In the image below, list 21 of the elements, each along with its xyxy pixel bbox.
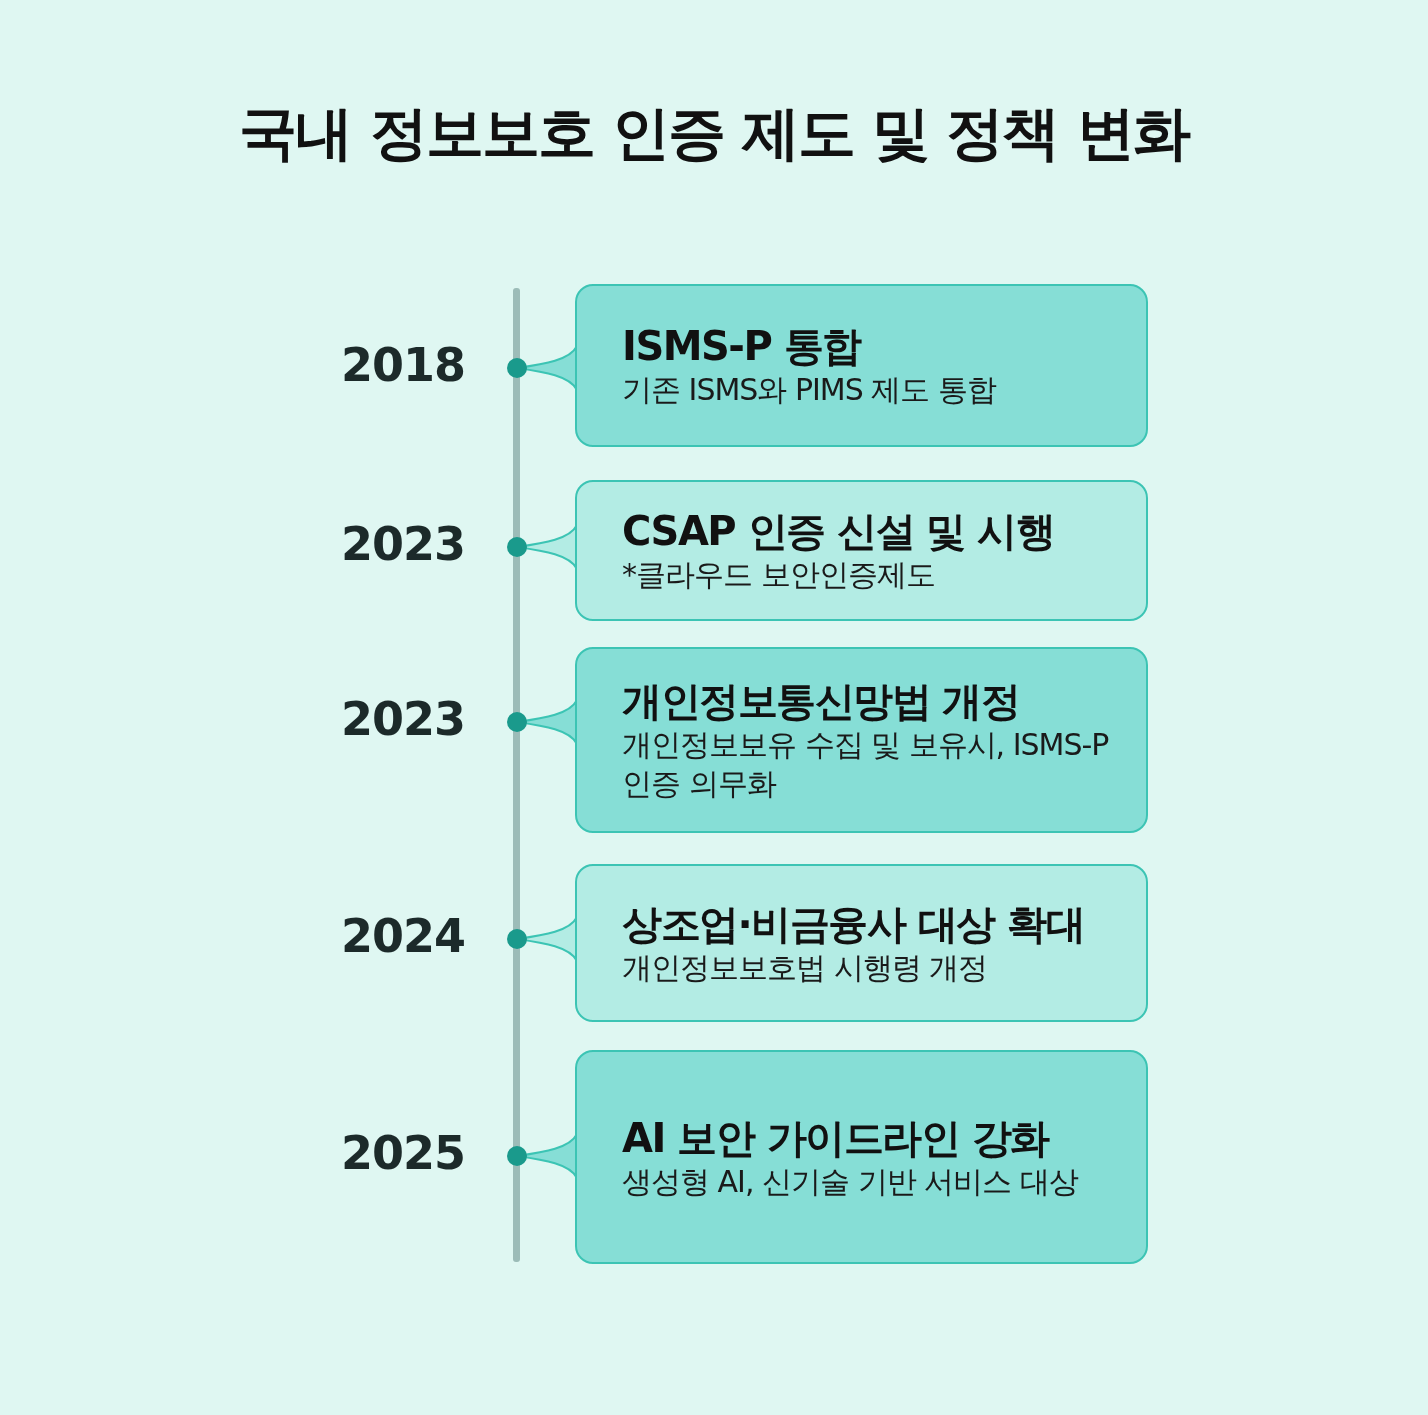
event-heading: 상조업·비금융사 대상 확대 [622,899,1086,948]
year-label: 2023 [339,517,465,571]
year-label: 2025 [339,1126,465,1180]
event-description: 기존 ISMS와 PIMS 제도 통합 [622,371,998,409]
event-heading: AI 보안 가이드라인 강화 [622,1113,1051,1162]
year-label: 2018 [339,338,465,392]
event-card [575,647,1148,833]
event-description: 개인정보보호법 시행령 개정 [622,948,989,987]
event-description: 생성형 AI, 신기술 기반 서비스 대상 [622,1162,1080,1201]
event-card [575,864,1148,1022]
year-label: 2024 [339,909,465,963]
event-heading: CSAP 인증 신설 및 시행 [622,507,1056,555]
year-label: 2023 [339,692,465,746]
event-card [575,1050,1148,1264]
event-description: *클라우드 보안인증제도 [622,556,936,594]
event-heading: 개인정보통신망법 개정 [622,677,1021,725]
event-description: 개인정보보유 수집 및 보유시, ISMS-P 인증 의무화 [622,726,1110,803]
event-card [575,284,1148,447]
event-card [575,480,1148,621]
event-heading: ISMS-P 통합 [622,322,863,370]
title: 국내 정보보호 인증 제도 및 정책 변화 [238,98,1191,169]
